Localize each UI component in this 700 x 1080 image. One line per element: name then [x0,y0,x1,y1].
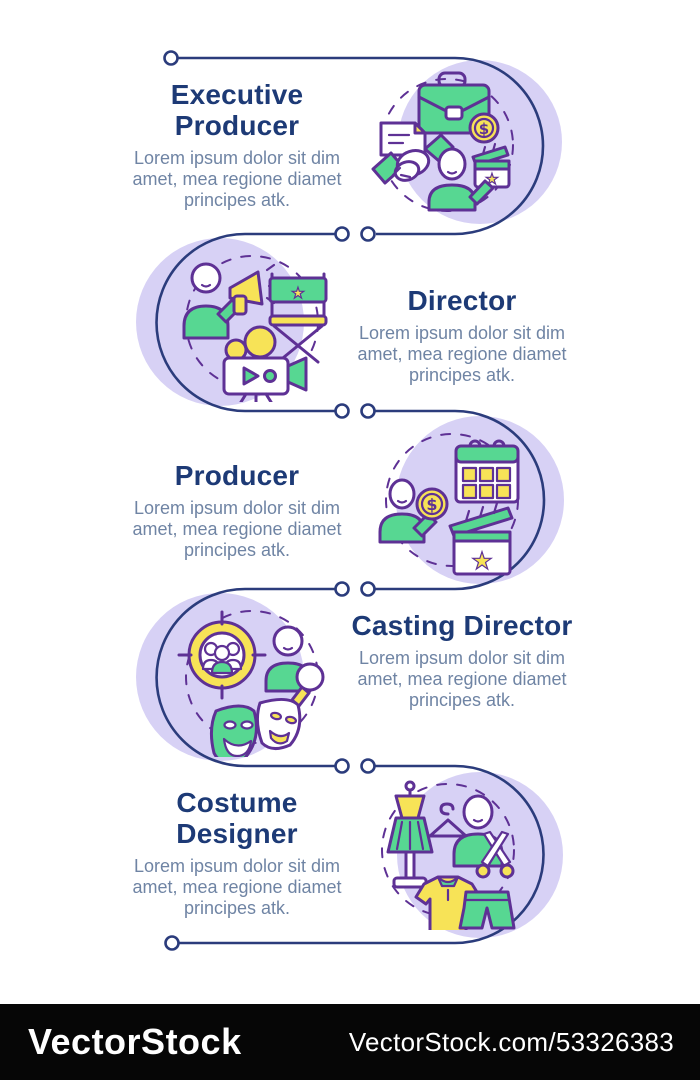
watermark-reference: VectorStock.com/53326383 [348,1026,674,1057]
schedule-calendar-icon [454,439,520,504]
section-title: Producer [174,460,300,491]
svg-text:$: $ [426,495,437,514]
director-icons: ★ [182,262,328,402]
clapperboard-star-icon: ★ [448,501,514,576]
theater-masks-icon [209,698,302,757]
section-description: Lorem ipsum dolor sit dim amet, mea regi… [132,498,342,560]
tailor-scissors-icon [452,794,515,879]
connector-lines [155,56,546,945]
shirt-shorts-icon [414,875,516,930]
section-description: Lorem ipsum dolor sit dim amet, mea regi… [357,323,567,385]
executive-producer-icons: $ ★ [371,71,511,212]
svg-text:★: ★ [471,547,493,575]
director-chair-icon: ★ [268,272,328,364]
producer-icons: $ ★ [378,439,520,576]
svg-text:★: ★ [291,284,304,302]
section-title: Casting Director [351,610,573,641]
watermark-bar: VectorStock VectorStock.com/53326383 [0,1004,700,1080]
section-description: Lorem ipsum dolor sit dim amet, mea regi… [132,856,342,918]
audience-target-icon [177,610,267,700]
section-description: Lorem ipsum dolor sit dim amet, mea regi… [132,148,342,210]
section-producer: Producer Lorem ipsum dolor sit dim amet,… [120,460,354,561]
section-casting-director: Casting Director Lorem ipsum dolor sit d… [345,610,579,711]
section-title: Executive Producer [170,79,304,141]
watermark-logo: VectorStock [28,1021,242,1062]
svg-text:$: $ [479,120,489,138]
film-camera-icon [222,325,308,402]
casting-director-icons [177,610,325,757]
section-executive-producer: Executive Producer Lorem ipsum dolor sit… [120,79,354,211]
connector-nodes [163,50,376,951]
section-title: Costume Designer [176,787,298,849]
actor-clapperboard-icon: ★ [427,142,511,212]
handshake-contract-icon [371,121,455,185]
briefcase-money-icon: $ [417,71,500,144]
mannequin-dress-icon [386,780,468,889]
costume-designer-icons [386,780,516,930]
section-director: Director Lorem ipsum dolor sit dim amet,… [345,285,579,386]
section-description: Lorem ipsum dolor sit dim amet, mea regi… [357,648,567,710]
section-title: Director [407,285,517,316]
financier-coin-icon: $ [378,478,449,544]
talent-search-icon [264,625,325,708]
section-costume-designer: Costume Designer Lorem ipsum dolor sit d… [120,787,354,919]
